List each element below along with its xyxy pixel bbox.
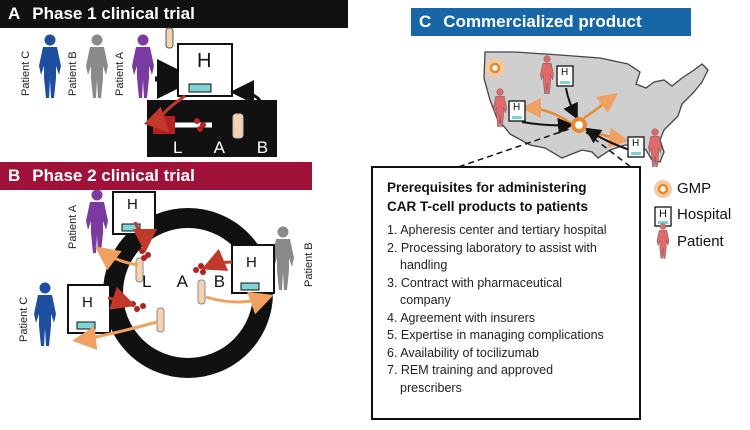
prerequisites-box: Prerequisites for administering CAR T-ce… bbox=[371, 166, 641, 420]
prerequisite-item: company bbox=[400, 293, 451, 307]
panel-a-figure-patient-b bbox=[86, 34, 108, 98]
legend-hospital-letter: H bbox=[659, 208, 667, 220]
prerequisite-item: 2. Processing laboratory to assist with bbox=[387, 240, 597, 255]
map-hospital-west bbox=[508, 100, 526, 122]
prerequisite-item: 5. Expertise in managing complications bbox=[387, 328, 604, 342]
map-black-arrow-west bbox=[521, 117, 574, 134]
panel-c-title: Commercialized product bbox=[443, 12, 642, 31]
panel-a-hospital-icon bbox=[177, 43, 233, 97]
panel-c-banner: C Commercialized product bbox=[411, 8, 691, 36]
panel-b-orange-arrow-1 bbox=[95, 246, 139, 271]
panel-a-patient-c-label: Patient C bbox=[20, 50, 32, 96]
panel-a-banner: A Phase 1 clinical trial bbox=[0, 0, 348, 28]
panel-b-orange-arrow-3 bbox=[72, 320, 158, 350]
panel-b-lab-label: L A B bbox=[142, 272, 237, 291]
panel-b-patient-b-label: Patient B bbox=[303, 242, 315, 287]
panel-b-hospital-right-letter: H bbox=[246, 254, 257, 271]
legend-gmp-label: GMP bbox=[677, 180, 712, 197]
patient-icon bbox=[656, 223, 670, 259]
panel-b-title: Phase 2 clinical trial bbox=[32, 166, 195, 185]
legend-hospital-label: Hospital bbox=[677, 206, 732, 223]
panel-b-figure-patient-a bbox=[86, 189, 108, 253]
panel-a-letter: A bbox=[8, 4, 21, 23]
map-hospital-north bbox=[556, 65, 574, 87]
panel-c-letter: C bbox=[419, 12, 432, 31]
map-hospital-north-letter: H bbox=[561, 67, 569, 78]
panel-a-figure-patient-a bbox=[132, 34, 154, 98]
map-hospital-southeast-letter: H bbox=[632, 138, 640, 149]
panel-a-lab-label: L A B bbox=[173, 138, 283, 157]
panel-a-patient-a-label: Patient A bbox=[114, 51, 126, 96]
panel-b-letter: B bbox=[8, 166, 21, 185]
map-gmp-marker-central bbox=[571, 117, 587, 133]
panel-a-return-arrow bbox=[230, 80, 265, 123]
panel-a-hospital-letter: H bbox=[197, 50, 212, 72]
prerequisites-title-line-2: CAR T-cell products to patients bbox=[387, 199, 589, 214]
panel-b-patient-c-label: Patient C bbox=[18, 296, 30, 342]
panel-b-red-arrow-2 bbox=[201, 248, 233, 271]
panel-a-figure-patient-c bbox=[39, 34, 61, 98]
map-gmp-marker-northwest bbox=[485, 58, 505, 78]
prerequisite-item: 4. Agreement with insurers bbox=[387, 310, 535, 325]
panel-b-figure-patient-c bbox=[34, 282, 56, 346]
legend-gmp: GMP bbox=[677, 180, 711, 197]
prerequisites-title-line-1: Prerequisites for administering bbox=[387, 180, 587, 195]
panel-b-red-arrow-3 bbox=[107, 286, 136, 310]
prerequisite-item: 7. REM training and approved bbox=[387, 363, 554, 377]
callout-line-left bbox=[431, 125, 579, 177]
legend-patient: Patient bbox=[677, 233, 724, 250]
panel-a-title: Phase 1 clinical trial bbox=[32, 4, 195, 23]
panel-b-orange-arrow-2 bbox=[205, 291, 274, 315]
panel-b-patient-a-label: Patient A bbox=[67, 204, 79, 249]
panel-b-banner: B Phase 2 clinical trial bbox=[0, 162, 312, 190]
panel-b-hospital-left-letter: H bbox=[82, 294, 93, 311]
panel-b-hospital-top bbox=[112, 191, 156, 235]
panel-a-tube bbox=[165, 27, 174, 49]
panel-b-hospital-top-letter: H bbox=[127, 196, 138, 213]
legend-patient-label: Patient bbox=[677, 233, 724, 250]
panel-a-red-arrow bbox=[143, 94, 186, 133]
prerequisite-item: handling bbox=[400, 258, 448, 272]
prerequisites-title: Prerequisites for administering CAR T-ce… bbox=[387, 178, 631, 216]
map-hospital-southeast bbox=[627, 136, 645, 158]
panel-b-red-arrow-1 bbox=[132, 221, 157, 253]
prerequisite-item: 1. Apheresis center and tertiary hospita… bbox=[387, 223, 607, 237]
map-black-arrow-north bbox=[563, 87, 578, 120]
legend-hospital: Hospital bbox=[677, 206, 731, 223]
map-orange-arrow-ne bbox=[583, 92, 618, 120]
prerequisite-item: 3. Contract with pharmaceutical bbox=[387, 275, 563, 290]
map-black-arrow-east bbox=[584, 127, 631, 151]
prerequisite-item: prescribers bbox=[400, 380, 462, 395]
panel-b-hospital-left bbox=[67, 284, 111, 334]
panel-b-figure-patient-b bbox=[272, 226, 294, 290]
gmp-icon bbox=[654, 180, 672, 198]
map-hospital-west-letter: H bbox=[513, 102, 521, 113]
prerequisites-list: 1. Apheresis center and tertiary hospita… bbox=[387, 222, 631, 397]
usa-map bbox=[483, 51, 709, 163]
panel-a-patient-b-label: Patient B bbox=[67, 51, 79, 96]
prerequisite-item: 6. Availability of tocilizumab bbox=[387, 345, 539, 360]
